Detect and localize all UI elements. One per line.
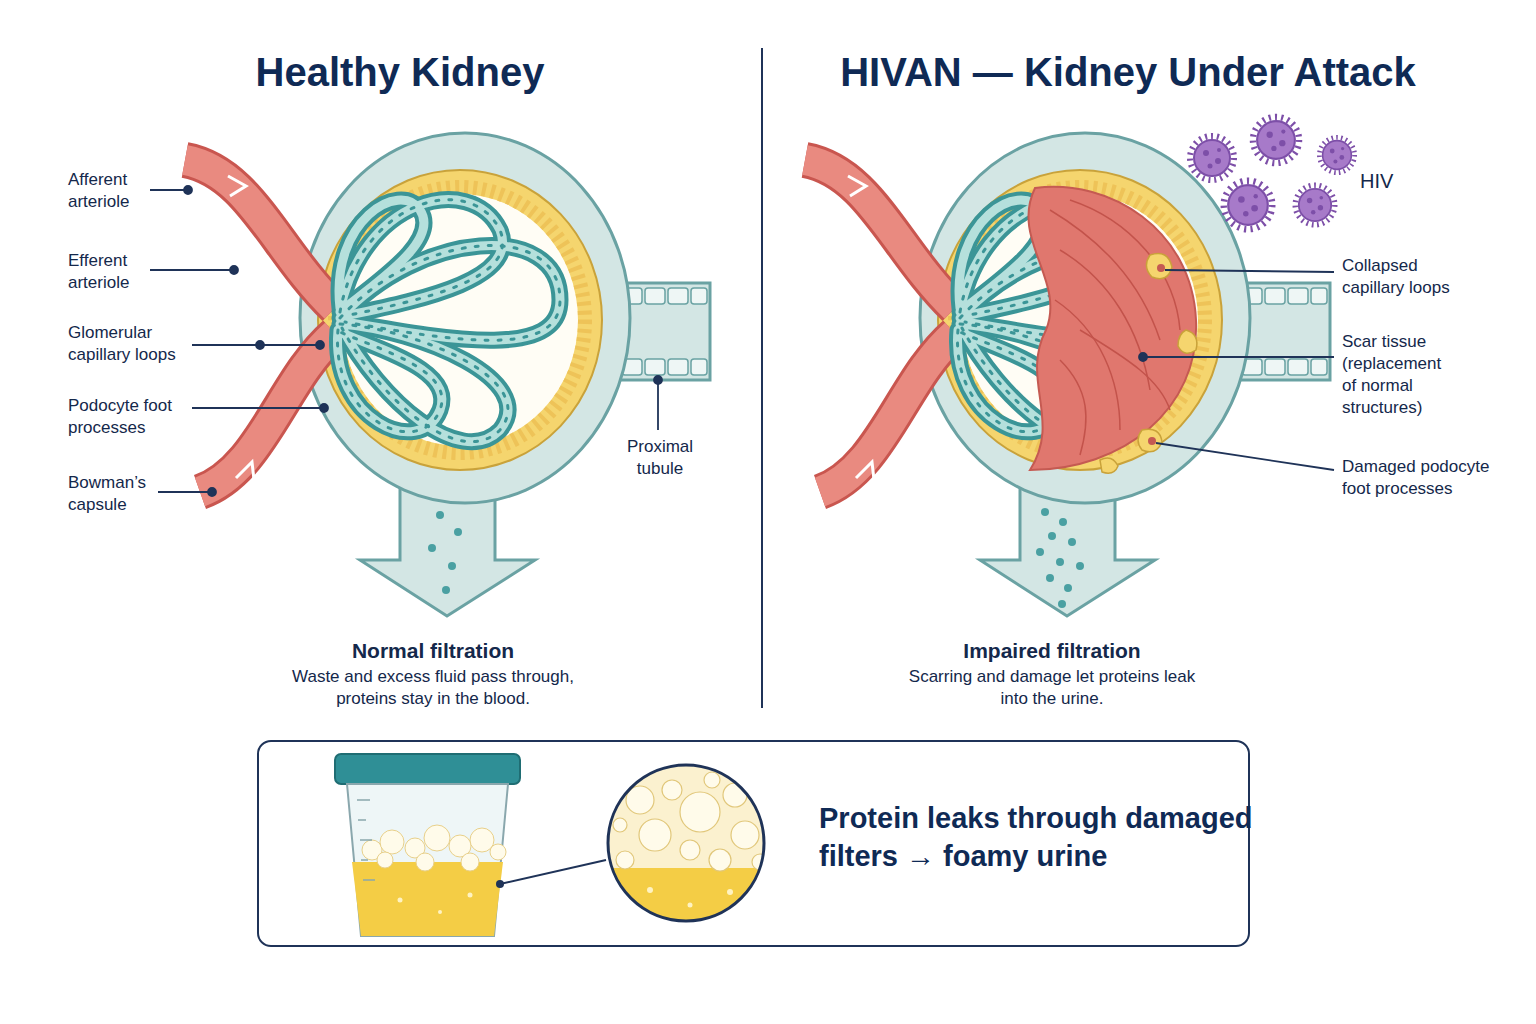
part-label: Podocyte foot processes <box>68 395 203 439</box>
part-label: Proximal tubule <box>615 436 705 480</box>
section-caption: Impaired filtration <box>902 637 1202 664</box>
panel-heading: HIVAN — Kidney Under Attack <box>778 46 1478 98</box>
panel-heading: Healthy Kidney <box>100 46 700 98</box>
part-label: Scar tissue (replacement of normal struc… <box>1342 331 1457 419</box>
section-caption: Normal filtration <box>283 637 583 664</box>
caption-text: Scarring and damage let proteins leak in… <box>897 666 1207 710</box>
part-label: Bowman’s capsule <box>68 472 168 516</box>
part-label: Collapsed capillary loops <box>1342 255 1482 299</box>
virus-label: HIV <box>1360 168 1420 194</box>
part-label: Afferent arteriole <box>68 169 168 213</box>
summary-text: Protein leaks through damaged filters → … <box>819 800 1259 875</box>
part-label: Damaged podocyte foot processes <box>1342 456 1517 500</box>
caption-text: Waste and excess fluid pass through, pro… <box>263 666 603 710</box>
part-label: Glomerular capillary loops <box>68 322 203 366</box>
part-label: Efferent arteriole <box>68 250 168 294</box>
summary-box: Protein leaks through damaged filters → … <box>257 740 1250 947</box>
